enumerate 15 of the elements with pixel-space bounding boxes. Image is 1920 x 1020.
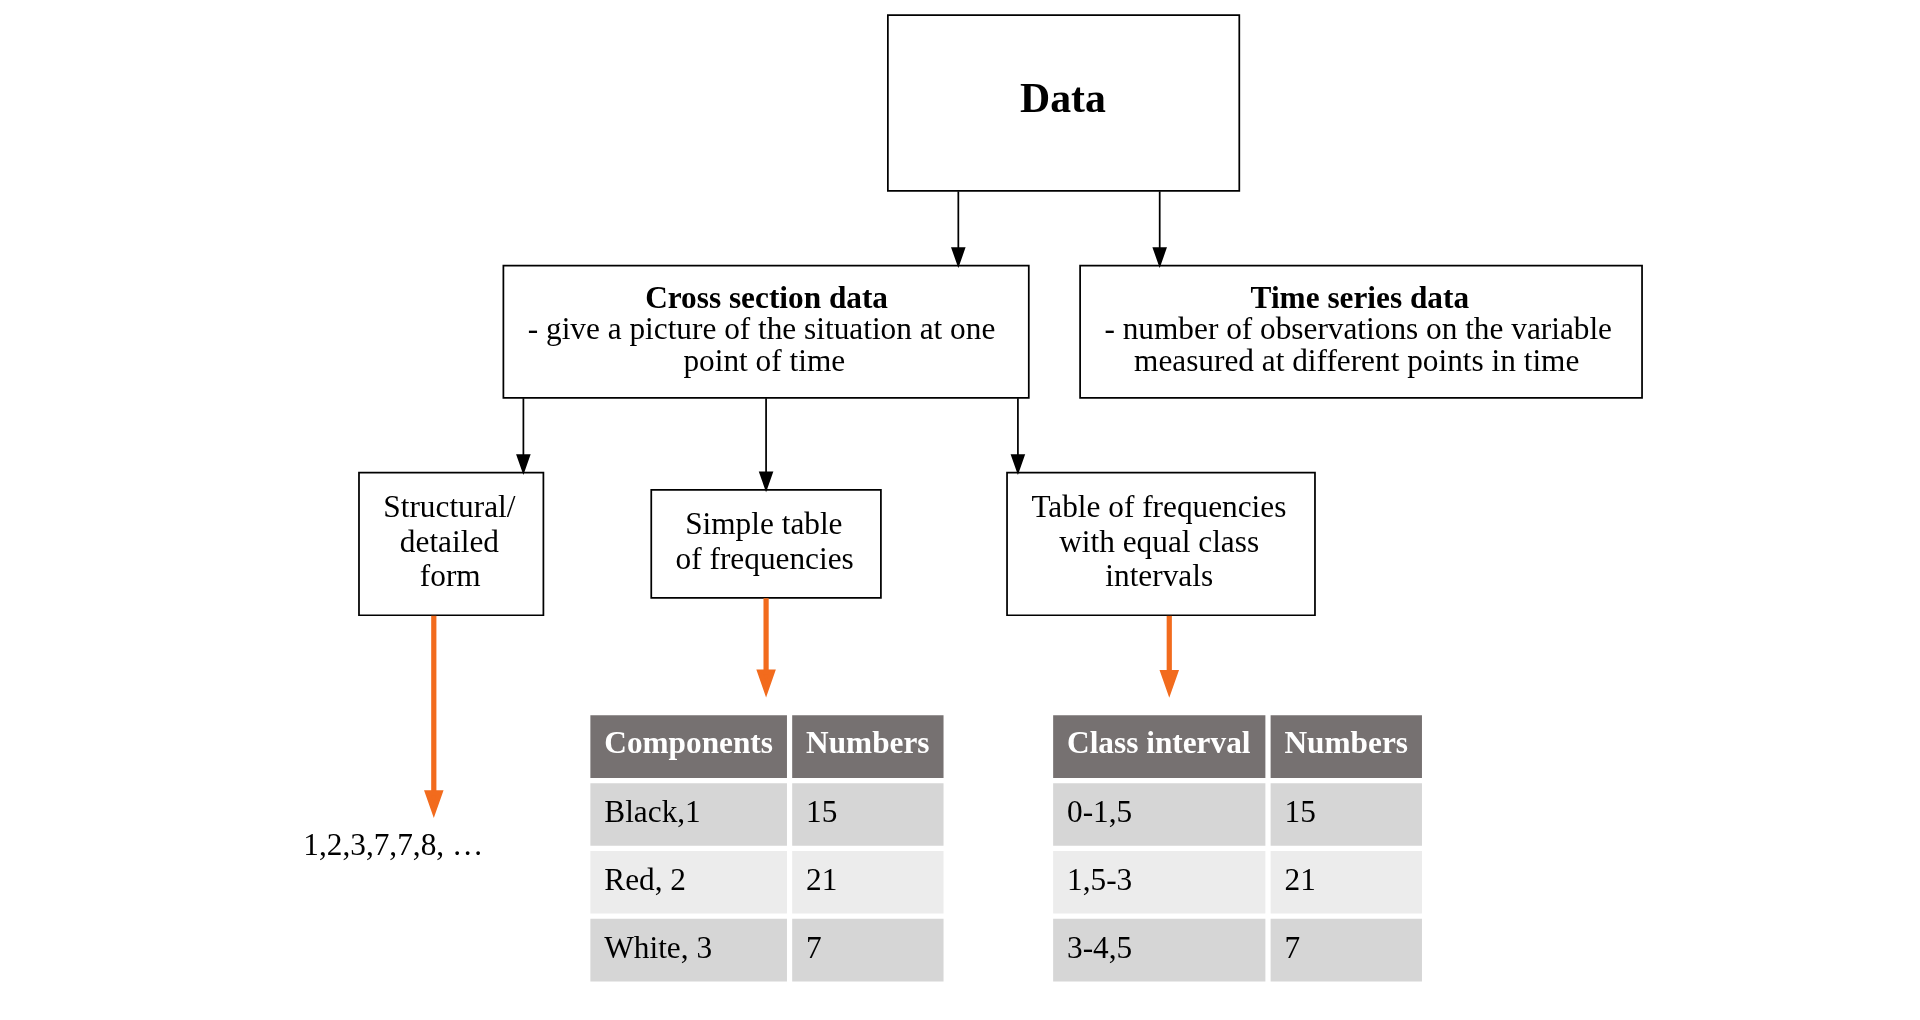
arrow xyxy=(758,397,773,493)
node-box: Data xyxy=(886,14,1240,192)
arrow xyxy=(1151,190,1167,269)
arrow xyxy=(755,598,776,698)
node-box: Table of frequencies with equal class intervals xyxy=(1005,471,1316,617)
arrow xyxy=(950,190,966,269)
node-text: 1,2,3,7,7,8, … xyxy=(302,827,483,863)
node-box: Cross section data - give a picture of the situation at one point of time xyxy=(502,264,1030,399)
arrow xyxy=(515,397,531,476)
arrow xyxy=(1159,615,1179,698)
node-box: Structural/ detailed form xyxy=(357,471,544,617)
arrow xyxy=(423,615,444,819)
arrow xyxy=(1010,397,1025,476)
node-box: Time series data - number of observations on the variable measured at different points in time xyxy=(1078,264,1643,399)
node-box: Simple table of frequencies xyxy=(649,489,882,599)
